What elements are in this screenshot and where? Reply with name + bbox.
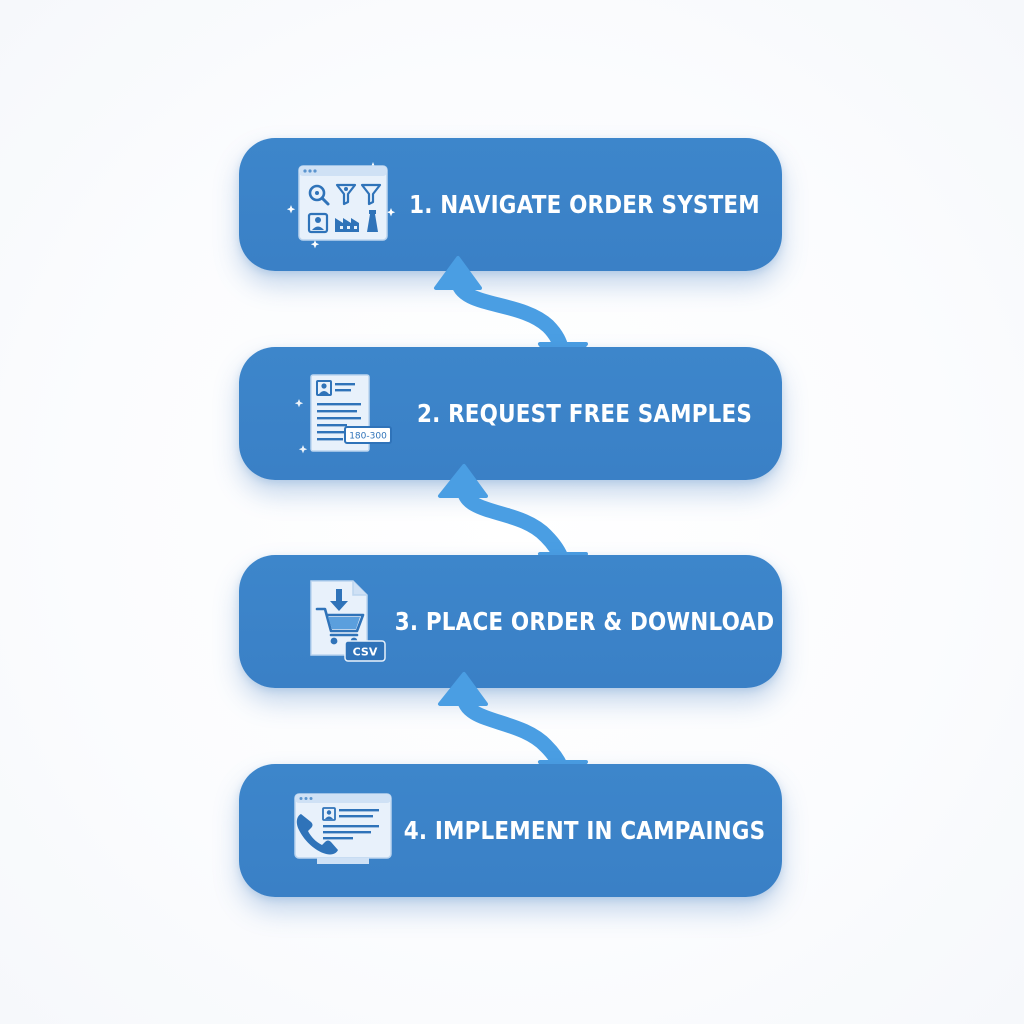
step-3-label: 3. PLACE ORDER & DOWNLOAD (394, 607, 775, 636)
sample-tag-text: 180-300 (349, 432, 387, 442)
step-1-label: 1. NAVIGATE ORDER SYSTEM (409, 190, 760, 219)
step-4-label: 4. IMPLEMENT IN CAMPAINGS (403, 816, 766, 845)
sample-document-icon: 180-300 (287, 367, 397, 459)
cart-download-csv-icon: CSV (287, 575, 397, 667)
step-4-card: 4. IMPLEMENT IN CAMPAINGS (239, 764, 782, 897)
csv-tag-text: CSV (353, 646, 378, 659)
step-1-card: 1. NAVIGATE ORDER SYSTEM (239, 138, 782, 271)
step-3-card: CSV 3. PLACE ORDER & DOWNLOAD (239, 555, 782, 688)
step-2-card: 180-300 2. REQUEST FREE SAMPLES (239, 347, 782, 480)
order-system-dashboard-icon (287, 158, 397, 250)
step-2-label: 2. REQUEST FREE SAMPLES (416, 399, 753, 428)
phone-campaign-icon (287, 784, 397, 876)
